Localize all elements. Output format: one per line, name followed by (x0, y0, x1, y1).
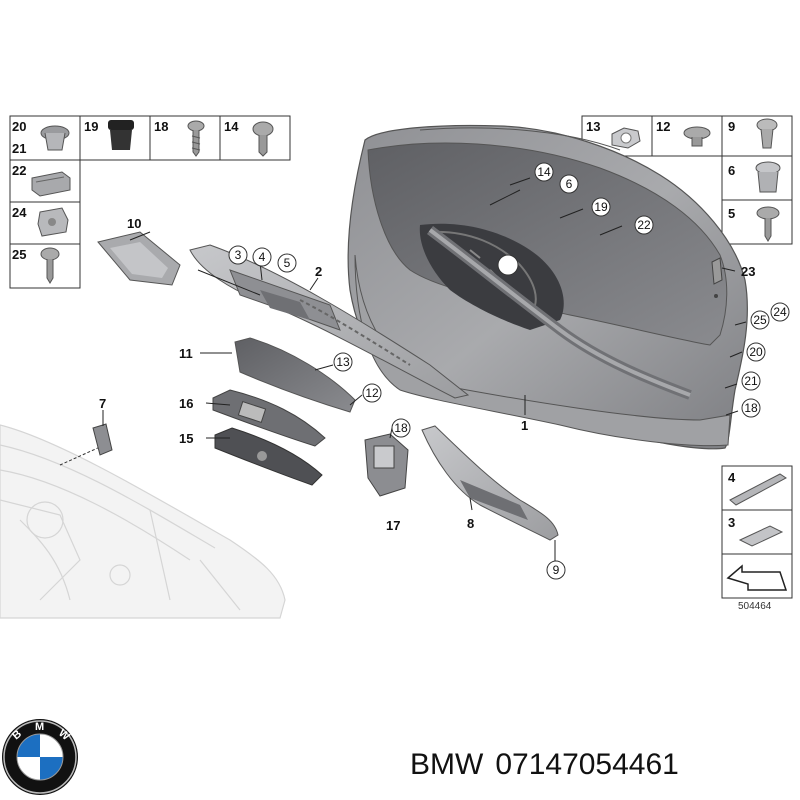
screw-icon (756, 206, 780, 242)
diagram-code: 504464 (738, 601, 772, 612)
speaker-cover-illustration (97, 231, 181, 286)
callout-label-10: 10 (127, 216, 141, 231)
screw-icon (683, 126, 711, 147)
clip-icon (31, 171, 71, 197)
bracket-icon (738, 525, 784, 547)
callout-13 (333, 352, 353, 372)
callout-label-11: 11 (179, 346, 193, 361)
clip-icon (37, 207, 69, 237)
left-parts-grid (9, 115, 291, 289)
callout-label-9: 9 (553, 563, 560, 577)
callout-18 (741, 398, 761, 418)
callout-9 (546, 560, 566, 580)
legend-label-4: 4 (728, 470, 736, 485)
switch-panel-16-illustration (212, 389, 326, 447)
rivet-icon (756, 118, 778, 149)
part-number: 07147054461 (495, 748, 679, 781)
svg-text:M: M (35, 721, 44, 733)
callout-label-25: 25 (753, 313, 767, 327)
callout-6 (559, 174, 579, 194)
box-label-24: 24 (12, 205, 27, 220)
callout-24 (770, 302, 790, 322)
screw-icon (252, 121, 274, 157)
callout-label-23: 23 (741, 264, 755, 279)
callout-18b (391, 418, 411, 438)
callout-label-4: 4 (259, 250, 266, 264)
callout-label-21: 21 (744, 374, 758, 388)
callout-label-6: 6 (566, 177, 573, 191)
callout-labels: 14 6 19 22 23 25 24 20 21 18 1 2 3 4 5 1… (99, 165, 787, 577)
callout-label-22: 22 (637, 218, 651, 232)
callout-label-24: 24 (773, 305, 787, 319)
arrow-icon (726, 564, 788, 591)
screw-icon (40, 247, 60, 284)
callout-19 (591, 197, 611, 217)
callout-25 (750, 310, 770, 330)
trim-strip-11-illustration (234, 337, 356, 413)
box-label-5: 5 (728, 206, 735, 221)
door-frame-illustration (0, 424, 286, 619)
part-caption: BMW 07147054461 (410, 740, 795, 790)
callout-3 (228, 245, 248, 265)
callout-5 (277, 253, 297, 273)
spring-nut-icon (611, 127, 641, 149)
screw-icon (187, 120, 205, 157)
box-label-9: 9 (728, 119, 735, 134)
callout-label-5: 5 (284, 256, 291, 270)
callout-label-18b: 18 (394, 421, 408, 435)
callout-label-3: 3 (235, 248, 242, 262)
clip-icon (40, 125, 70, 151)
callout-label-14: 14 (537, 165, 551, 179)
brand-name: BMW (410, 748, 484, 781)
right-box-labels: 13 12 9 6 5 (586, 119, 735, 221)
callout-label-16: 16 (179, 396, 193, 411)
box-label-18: 18 (154, 119, 168, 134)
callout-label-19: 19 (594, 200, 608, 214)
callout-14 (534, 162, 554, 182)
callout-label-17: 17 (386, 518, 400, 533)
callout-21 (741, 371, 761, 391)
clip-7-illustration (92, 423, 113, 456)
callout-label-12: 12 (365, 386, 379, 400)
callout-label-8: 8 (467, 516, 474, 531)
callout-label-15: 15 (179, 431, 193, 446)
callout-20 (746, 342, 766, 362)
legend-grid (721, 465, 793, 599)
armrest-trim-illustration (189, 244, 470, 399)
box-label-20: 20 (12, 119, 26, 134)
box-label-25: 25 (12, 247, 26, 262)
box-label-13: 13 (586, 119, 600, 134)
callouts (228, 162, 790, 580)
box-label-14: 14 (224, 119, 239, 134)
box-label-12: 12 (656, 119, 670, 134)
box-label-19: 19 (84, 119, 98, 134)
callout-label-7: 7 (99, 396, 106, 411)
leader-line-7-frame (59, 446, 101, 466)
callout-label-18: 18 (744, 401, 758, 415)
left-box-labels: 20 21 19 18 14 22 24 25 (12, 119, 239, 262)
bmw-logo-icon: B M W (2, 719, 78, 795)
callout-12 (362, 383, 382, 403)
handle-trim-8-illustration (421, 425, 559, 541)
callout-label-2: 2 (315, 264, 322, 279)
callout-4 (252, 247, 272, 267)
callout-label-1: 1 (521, 418, 528, 433)
leader-lines (102, 177, 747, 562)
callout-label-20: 20 (749, 345, 763, 359)
callout-label-13: 13 (336, 355, 350, 369)
legend-label-3: 3 (728, 515, 735, 530)
callout-22 (634, 215, 654, 235)
box-label-21: 21 (12, 141, 26, 156)
clip-23-illustration (711, 257, 723, 298)
switch-unit-17-illustration (364, 433, 409, 497)
right-parts-grid (581, 115, 793, 245)
strip-icon (729, 473, 787, 506)
box-label-22: 22 (12, 163, 26, 178)
expanding-nut-icon (755, 161, 781, 193)
box-label-6: 6 (728, 163, 735, 178)
switch-panel-15-illustration (214, 427, 323, 486)
plug-icon (108, 120, 134, 150)
